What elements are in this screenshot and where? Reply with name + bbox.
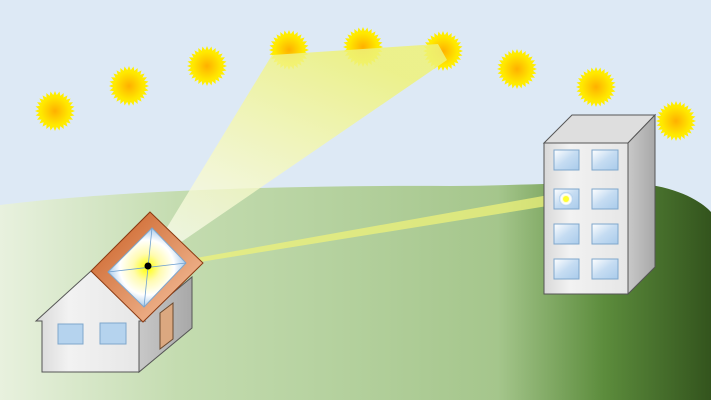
building-window	[553, 258, 580, 280]
sunlight-beam	[146, 44, 447, 262]
apartment-building	[542, 113, 657, 296]
house-door[interactable]	[159, 301, 174, 351]
building-side	[627, 113, 656, 296]
sun-icon	[35, 91, 75, 131]
sun-icon	[187, 46, 227, 86]
reflected-beam	[196, 193, 566, 262]
house	[34, 211, 204, 374]
sun-icon	[656, 101, 696, 141]
house-window	[57, 323, 84, 345]
reflection-spot	[563, 196, 569, 202]
building-window	[553, 223, 580, 245]
building-window	[591, 223, 619, 245]
sun-icon	[109, 66, 149, 106]
building-window	[591, 149, 619, 171]
building-window	[591, 258, 619, 280]
sun-icon	[576, 67, 616, 107]
sun-icon	[497, 49, 537, 89]
house-window	[99, 322, 127, 345]
focal-point	[144, 262, 152, 270]
building-window	[553, 149, 580, 171]
building-window	[591, 188, 619, 210]
